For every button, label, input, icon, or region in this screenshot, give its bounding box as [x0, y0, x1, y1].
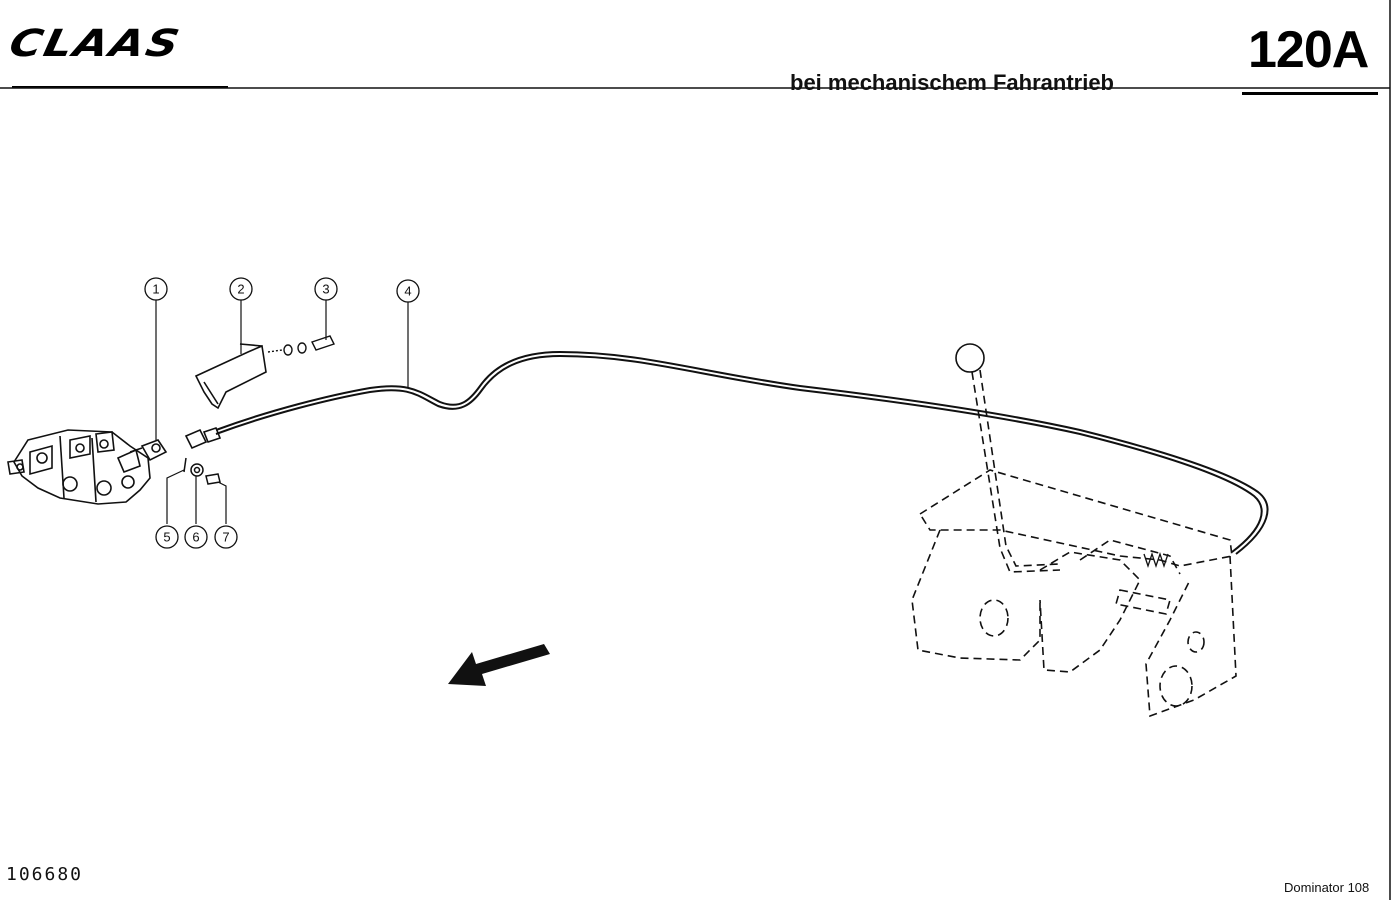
callout-3: 3: [314, 277, 338, 301]
page-number-underline: [1242, 92, 1378, 95]
diagram-subtitle: bei mechanischem Fahrantrieb: [790, 70, 1114, 95]
machine-model: Dominator 108: [1284, 880, 1370, 895]
page-number: 120A: [1248, 21, 1369, 79]
bolt-set: [267, 335, 335, 356]
callout-leaders: [155, 300, 409, 524]
bracket-part: [194, 343, 267, 410]
lever-knob: [955, 343, 985, 373]
callout-4: 4: [396, 279, 420, 303]
shift-lever-assembly: [911, 369, 1237, 718]
callout-6: 6: [184, 525, 208, 549]
callout-2: 2: [229, 277, 253, 301]
callout-label: 5: [163, 530, 170, 545]
arrow-left-down-icon: [448, 644, 550, 686]
callout-label: 4: [404, 284, 411, 299]
drawing-number: 106680: [6, 864, 84, 885]
control-valve: [7, 429, 151, 505]
callout-5: 5: [155, 525, 179, 549]
small-parts: [183, 457, 221, 485]
cable-end-fitting: [184, 427, 222, 450]
lever-spring: [1143, 551, 1169, 569]
callout-label: 2: [237, 282, 244, 297]
callout-1: 1: [144, 277, 168, 301]
callout-label: 7: [222, 530, 229, 545]
callout-label: 1: [152, 282, 159, 297]
logo-underline: [12, 86, 228, 88]
clevis-part: [129, 439, 168, 462]
callout-7: 7: [214, 525, 238, 549]
callout-label: 6: [192, 530, 199, 545]
bowden-cable: [215, 350, 1269, 555]
callout-label: 3: [322, 282, 329, 297]
